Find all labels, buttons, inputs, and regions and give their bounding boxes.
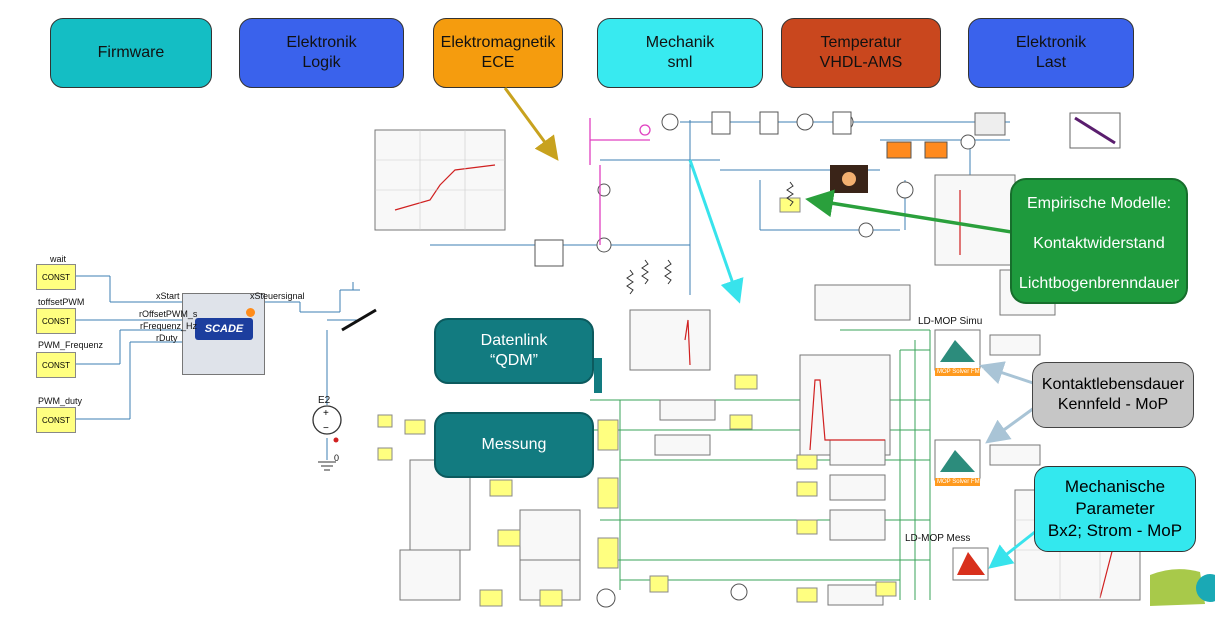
mop-solver-simu-label: MOP Solver FMU [937,369,984,375]
input-toffset-label: toffsetPWM [38,297,84,307]
source-label: E2 [318,395,330,406]
ld-mop-mess-label: LD-MOP Mess [905,533,970,544]
port-xstart: xStart [156,291,180,301]
datenlink-connector [594,358,602,393]
const-block-pwm-frequenz[interactable]: CONST [36,352,76,378]
kontaktlebensdauer-box: Kontaktlebensdauer Kennfeld - MoP [1032,362,1194,428]
messung-box: Messung [434,412,594,478]
svg-text:−: − [323,423,329,434]
port-xsteuersignal: xSteuersignal [250,291,305,301]
scade-port-dot [246,308,255,317]
port-roffset: rOffsetPWM_s [139,309,197,319]
ld-mop-simu-label: LD-MOP Simu [918,316,982,327]
datenlink-box: Datenlink “QDM” [434,318,594,384]
datenlink-line2: “QDM” [436,351,592,371]
messung-line1: Messung [436,435,592,455]
const-label: CONST [42,317,70,326]
const-label: CONST [42,273,70,282]
const-label: CONST [42,416,70,425]
kontakt-line1: Kontaktlebensdauer [1033,375,1193,395]
const-label: CONST [42,361,70,370]
empirische-modelle-box: Empirische Modelle: Kontaktwiderstand Li… [1010,178,1188,304]
const-block-pwm-duty[interactable]: CONST [36,407,76,433]
mechanisch-line3: Bx2; Strom - MoP [1035,520,1195,542]
scade-logo-text: SCADE [205,323,244,335]
scade-block[interactable]: SCADE [182,293,265,375]
input-pwm-duty-label: PWM_duty [38,396,82,406]
input-pwm-frequenz-label: PWM_Frequenz [38,340,103,350]
mechanische-parameter-box: Mechanische Parameter Bx2; Strom - MoP [1034,466,1196,552]
ground-label: 0 [334,453,339,463]
empirische-line2: Kontaktwiderstand [1012,235,1186,253]
svg-text:+: + [323,408,329,419]
mechanisch-line1: Mechanische [1035,476,1195,498]
kontakt-line2: Kennfeld - MoP [1033,395,1193,415]
const-block-wait[interactable]: CONST [36,264,76,290]
const-block-toffset[interactable]: CONST [36,308,76,334]
empirische-line3: Lichtbogenbrenndauer [1012,275,1186,293]
port-rfrequenz: rFrequenz_Hz [140,321,197,331]
empirische-title: Empirische Modelle: [1012,195,1186,213]
port-rduty: rDuty [156,333,178,343]
datenlink-line1: Datenlink [436,331,592,351]
mechanisch-line2: Parameter [1035,498,1195,520]
input-wait-label: wait [50,254,66,264]
mop-solver-mess-label: MOP Solver FMU [937,479,984,485]
scade-logo: SCADE [195,318,253,340]
